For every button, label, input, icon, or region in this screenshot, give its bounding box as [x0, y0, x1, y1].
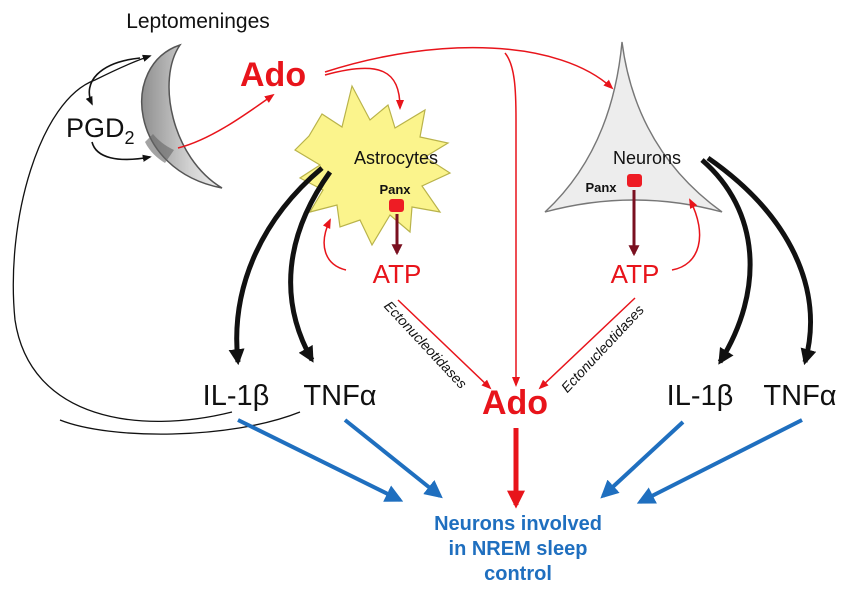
- neuron-cell: [544, 41, 723, 213]
- pgd2-label: PGD2: [66, 113, 135, 148]
- pgd2-subscript: 2: [125, 128, 135, 148]
- panx-channel-astrocyte: [389, 199, 404, 212]
- line-tnfa-feedback: [59, 411, 301, 435]
- panx-astrocyte-label: Panx: [379, 182, 411, 197]
- ado-top-label: Ado: [240, 56, 306, 94]
- arrow-tnfa-left-to-target: [343, 418, 443, 499]
- ado-center-label: Ado: [482, 384, 548, 422]
- arrow-ado-to-neuron: [324, 46, 614, 90]
- arrow-il1b-right-to-target: [600, 420, 685, 499]
- leptomeninges-label: Leptomeninges: [126, 10, 270, 33]
- target-line-3: control: [484, 563, 552, 585]
- arrow-meninges-to-ado: [177, 93, 275, 149]
- astrocyte-cell: [294, 84, 452, 247]
- pgd2-main: PGD: [66, 113, 125, 143]
- ectonucleotidases-left-label: Ectonucleotidases: [381, 298, 470, 392]
- arrow-meninges-to-pgd2: [85, 57, 141, 106]
- arrow-il1b-left-to-target: [237, 418, 404, 502]
- arrow-atp-to-astrocyte: [322, 218, 347, 271]
- arrow-ado-to-ado-center: [504, 52, 520, 387]
- arrow-astrocyte-to-il1b: [228, 166, 324, 366]
- arrow-tnfa-right-to-target: [636, 418, 803, 504]
- arrow-atp-left-to-ado: [397, 299, 492, 390]
- astrocytes-label: Astrocytes: [354, 148, 438, 168]
- il1b-left-label: IL-1β: [203, 380, 270, 412]
- ectonucleotidases-right-label: Ectonucleotidases: [558, 302, 647, 396]
- il1b-right-label: IL-1β: [667, 380, 734, 412]
- tnfa-left-label: TNFα: [303, 380, 376, 412]
- neurons-label: Neurons: [613, 148, 681, 168]
- panx-neuron-label: Panx: [585, 180, 617, 195]
- atp-left-label: ATP: [373, 259, 422, 289]
- arrow-neuron-to-il1b: [700, 158, 753, 365]
- arrow-astrocyte-to-tnfa: [288, 170, 333, 363]
- arrow-atp-right-to-ado: [538, 297, 636, 390]
- arrow-ado-to-astrocyte: [324, 67, 404, 110]
- leptomeninges-band: [145, 134, 174, 163]
- tnfa-right-label: TNFα: [763, 380, 836, 412]
- arrow-neuron-to-tnfa: [706, 155, 817, 366]
- arrow-atp-to-neuron: [671, 198, 701, 271]
- arrow-pgd2-to-meninges: [91, 141, 152, 162]
- leptomeninges-crescent: [140, 43, 223, 189]
- arrow-cytokine-feedback-to-meninges: [12, 54, 233, 423]
- target-line-1: Neurons involved: [434, 513, 602, 535]
- atp-right-label: ATP: [611, 259, 660, 289]
- panx-channel-neuron: [627, 174, 642, 187]
- target-line-2: in NREM sleep: [449, 538, 588, 560]
